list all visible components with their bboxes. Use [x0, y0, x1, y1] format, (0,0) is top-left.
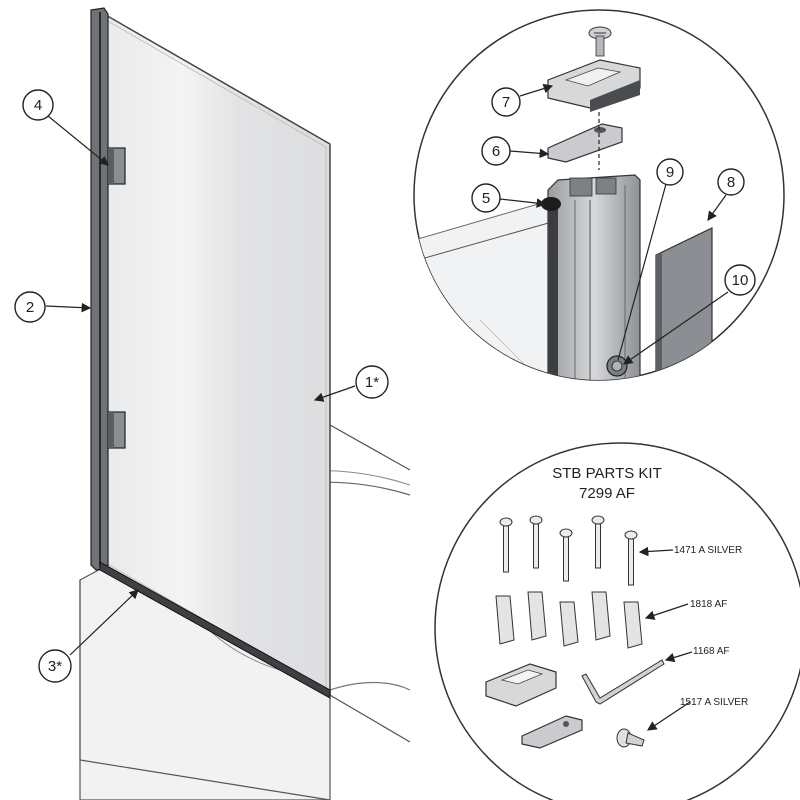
- wall-profile: [90, 7, 109, 571]
- hinge-bottom: [107, 411, 126, 449]
- svg-text:8: 8: [727, 174, 735, 191]
- svg-text:1*: 1*: [365, 374, 379, 391]
- callout-1: 1*: [355, 365, 389, 399]
- callout-6: 6: [481, 136, 511, 166]
- callout-7: 7: [491, 87, 521, 117]
- kit-title: STB PARTS KIT: [552, 465, 661, 482]
- kit-screws: [499, 515, 638, 586]
- svg-text:5: 5: [482, 190, 490, 207]
- callout-8: 8: [717, 168, 745, 196]
- kit-plugs: [495, 591, 643, 649]
- svg-text:6: 6: [492, 143, 500, 160]
- callout-10: 10: [724, 264, 756, 296]
- kit-code: 7299 AF: [579, 485, 635, 502]
- svg-text:10: 10: [732, 272, 749, 289]
- svg-text:7: 7: [502, 94, 510, 111]
- svg-text:4: 4: [34, 97, 42, 114]
- svg-text:2: 2: [26, 299, 34, 316]
- kit-bracket-cover: [485, 663, 557, 707]
- svg-text:3*: 3*: [48, 658, 62, 675]
- kit-bolt: [616, 728, 645, 748]
- callout-4: 4: [22, 89, 54, 121]
- callouts: [45, 83, 729, 731]
- kit-allen-key: [581, 659, 665, 705]
- bolt-label: 1517 A SILVER: [680, 697, 748, 708]
- svg-text:9: 9: [666, 164, 674, 181]
- callout-5: 5: [471, 183, 501, 213]
- fixing-screw: [588, 26, 612, 170]
- bracket-cover: [547, 59, 641, 112]
- detail-circle-profile: [413, 9, 785, 381]
- screw-label: 1471 A SILVER: [674, 545, 742, 556]
- callout-bubbles: 4 2 3* 1* 7 6 5 9: [14, 87, 756, 683]
- callout-9: 9: [656, 158, 684, 186]
- kit-labels: STB PARTS KIT 7299 AF 1471 A SILVER 1818…: [552, 465, 748, 708]
- plug-label: 1818 AF: [690, 599, 727, 610]
- bottom-seal: [99, 561, 331, 699]
- callout-3: 3*: [38, 649, 72, 683]
- parts-kit-circle: [434, 442, 800, 800]
- callout-2: 2: [14, 291, 46, 323]
- key-label: 1168 AF: [693, 646, 730, 657]
- kit-bracket-plate: [521, 715, 583, 749]
- hinge-top: [107, 147, 126, 185]
